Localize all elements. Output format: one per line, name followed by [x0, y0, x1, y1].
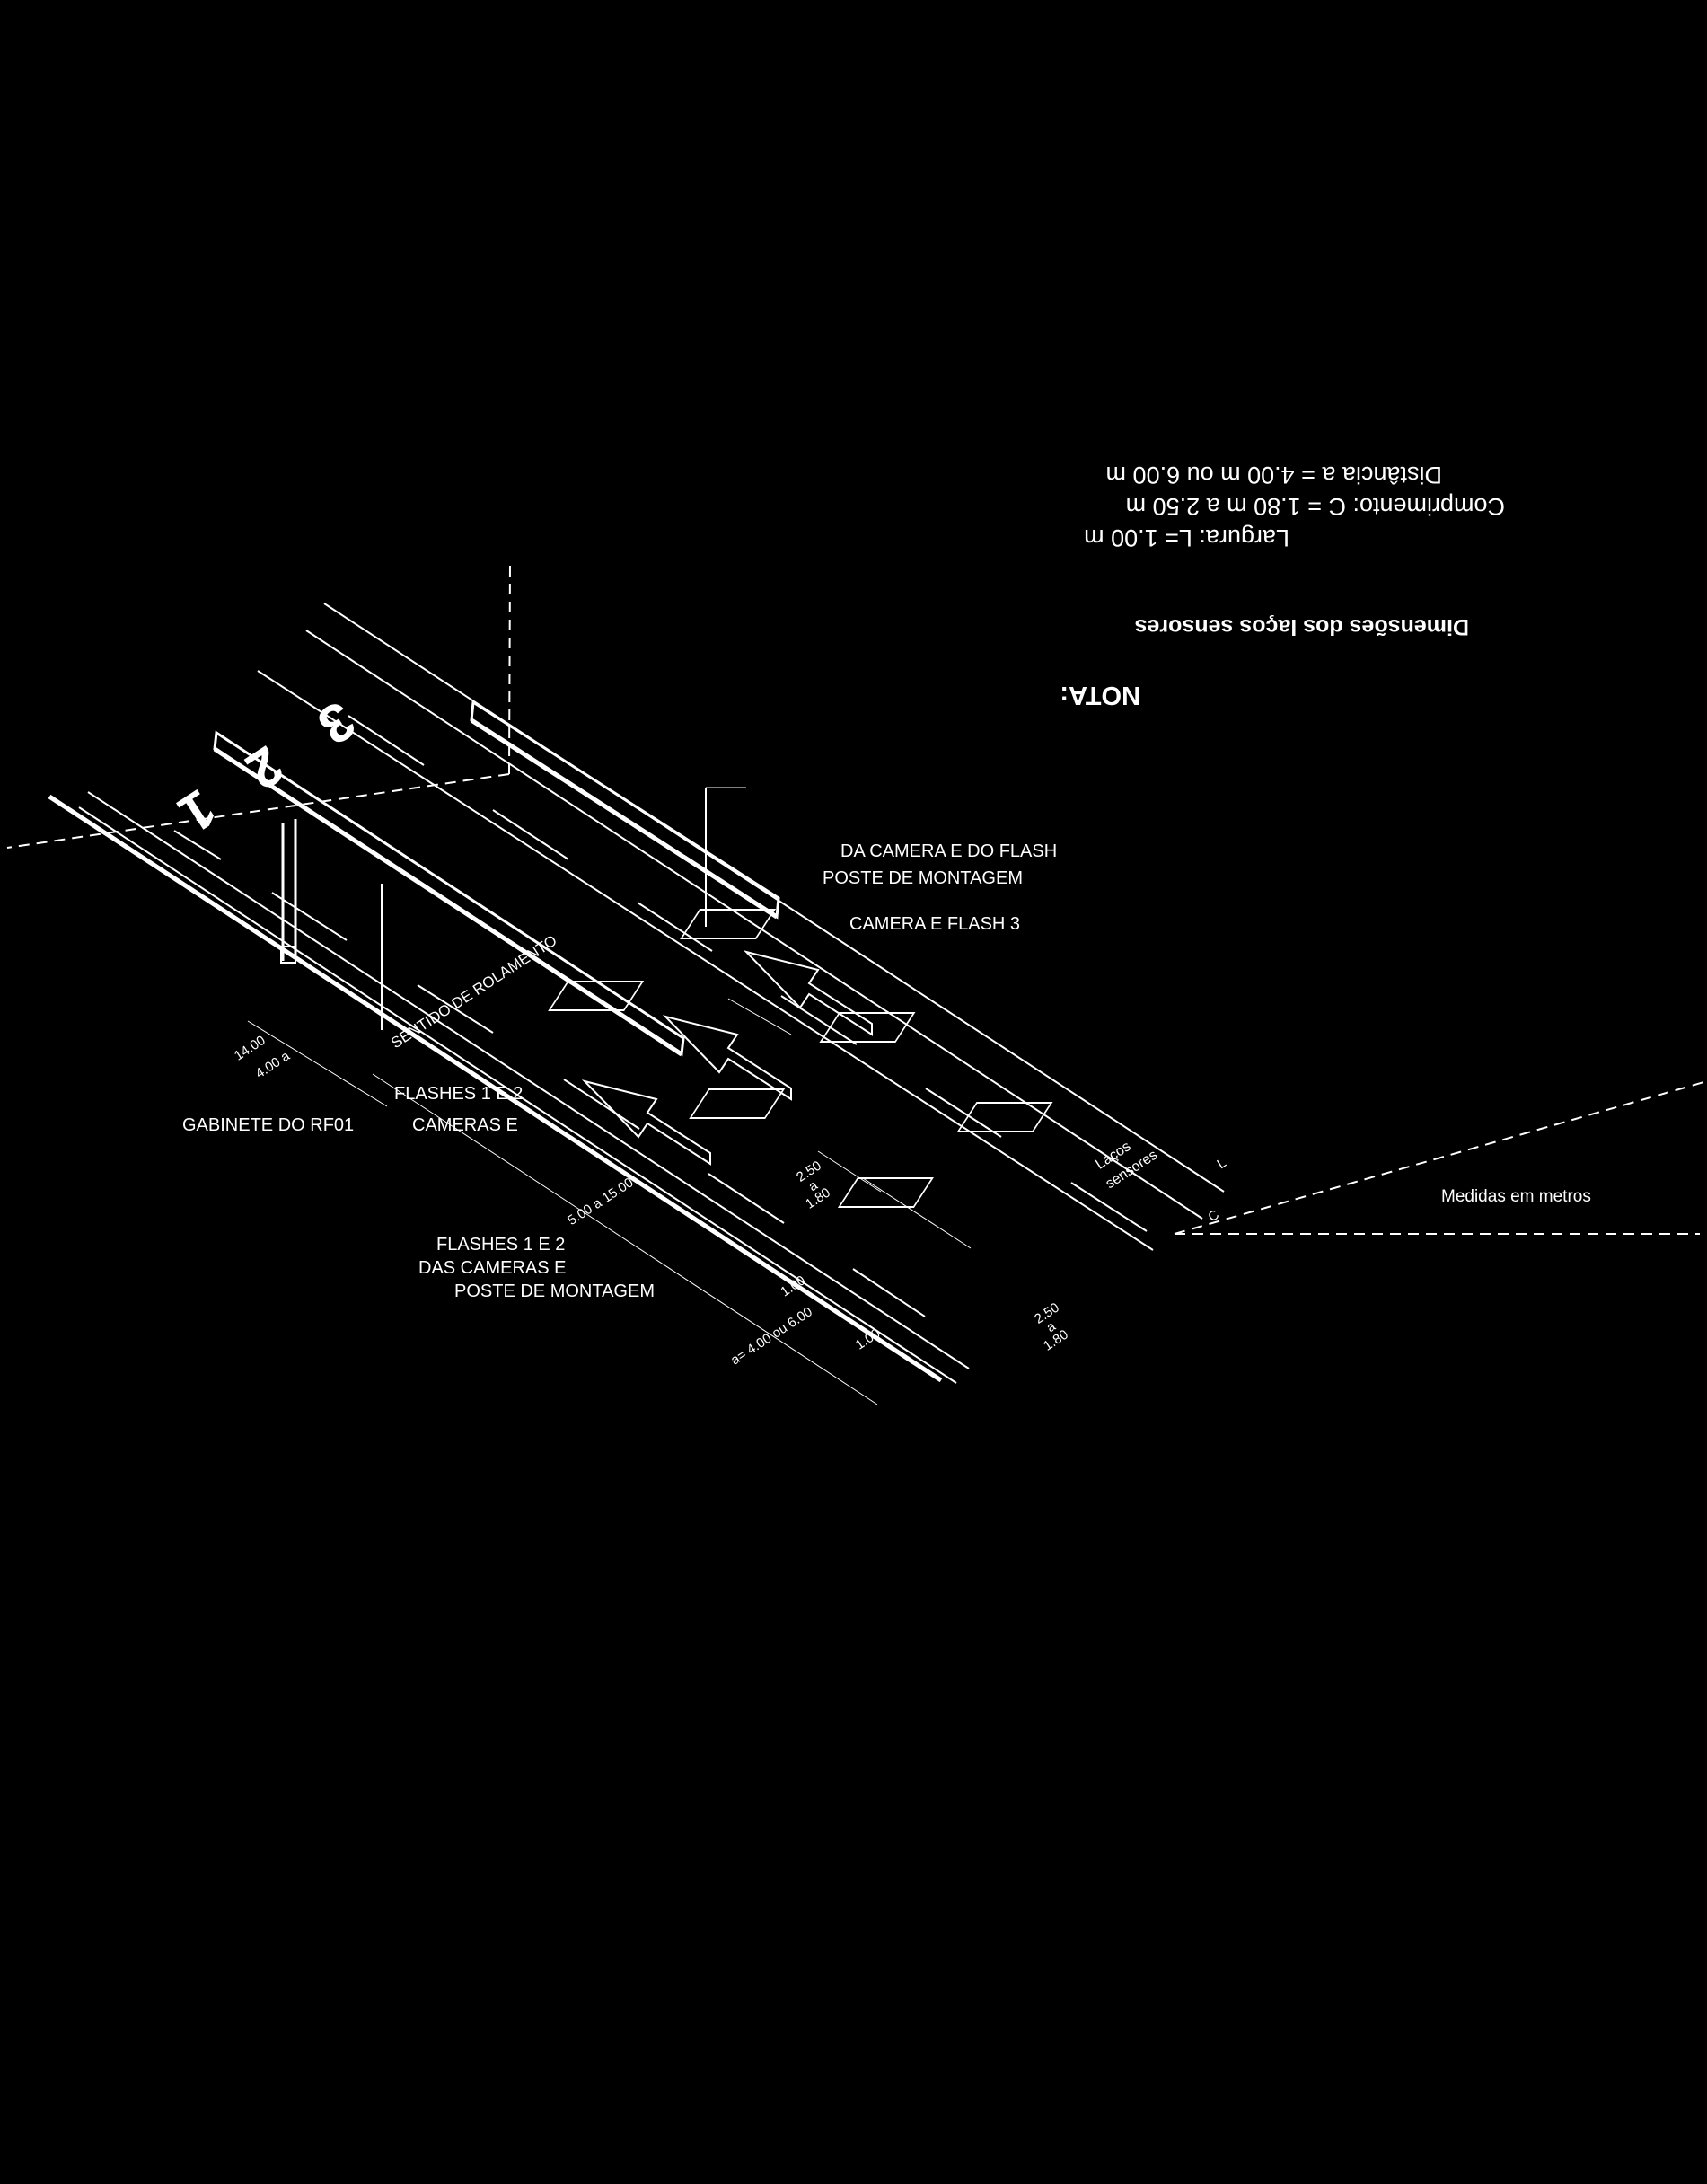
label-camera-flash-3: CAMERA E FLASH 3: [849, 914, 1020, 934]
dim-cab-offset: 4.00 a: [253, 1048, 294, 1081]
note-block: NOTA: Dimensões dos laços sensores Largu…: [1060, 462, 1505, 709]
label-units: Medidas em metros: [1441, 1187, 1591, 1206]
label-direction: SENTIDO DE ROLAMENTO: [388, 932, 560, 1052]
label-cameras-2: FLASHES 1 E 2: [394, 1084, 523, 1104]
note-subtitle: Dimensões dos laços sensores: [1135, 614, 1469, 639]
boundary-top: [6, 773, 510, 849]
sensor-loops: [548, 909, 1053, 1208]
lane-number-3: 3: [308, 690, 365, 756]
label-pole-top-1: DA CAMERA E DO FLASH: [840, 841, 1057, 861]
boundary-bottom-right: [1174, 1080, 1707, 1235]
labels: DA CAMERA E DO FLASH POSTE DE MONTAGEM C…: [182, 841, 1591, 1301]
dim-cab-offset-2: 14.00: [232, 1033, 268, 1064]
dim-pole-span: 5.00 a 15.00: [565, 1175, 636, 1228]
gantry-right: [470, 700, 780, 927]
dim-loop-width-b: 1.00: [853, 1325, 884, 1352]
label-cameras-1: CAMERAS E: [412, 1115, 518, 1135]
note-distance: Distância a = 4.00 m ou 6.00 m: [1106, 462, 1442, 489]
label-pole-left-3: FLASHES 1 E 2: [436, 1235, 565, 1255]
dimension-texts: 4.00 a 14.00 5.00 a 15.00 a= 4.00 ou 6.0…: [232, 1033, 1229, 1369]
label-pole-top-2: POSTE DE MONTAGEM: [823, 868, 1023, 888]
dim-loop-spacing: a= 4.00 ou 6.00: [728, 1304, 815, 1368]
dim-c: C: [1205, 1207, 1221, 1225]
dimension-lines: [247, 998, 972, 1405]
label-pole-left-1: POSTE DE MONTAGEM: [454, 1281, 655, 1301]
label-pole-left-2: DAS CAMERAS E: [418, 1258, 566, 1278]
note-width: Largura: L= 1.00 m: [1084, 524, 1289, 551]
direction-arrows: [581, 950, 873, 1166]
road: [48, 603, 1225, 1384]
label-cabinet: GABINETE DO RF01: [182, 1115, 354, 1135]
gantry-left: [213, 730, 685, 1057]
lane-number-1: 1: [169, 778, 226, 844]
lane-dashes: [173, 715, 1148, 1317]
note-length: Comprimento: C = 1.80 m a 2.50 m: [1126, 493, 1505, 520]
note-title: NOTA:: [1060, 681, 1140, 709]
dim-l: L: [1214, 1155, 1228, 1172]
